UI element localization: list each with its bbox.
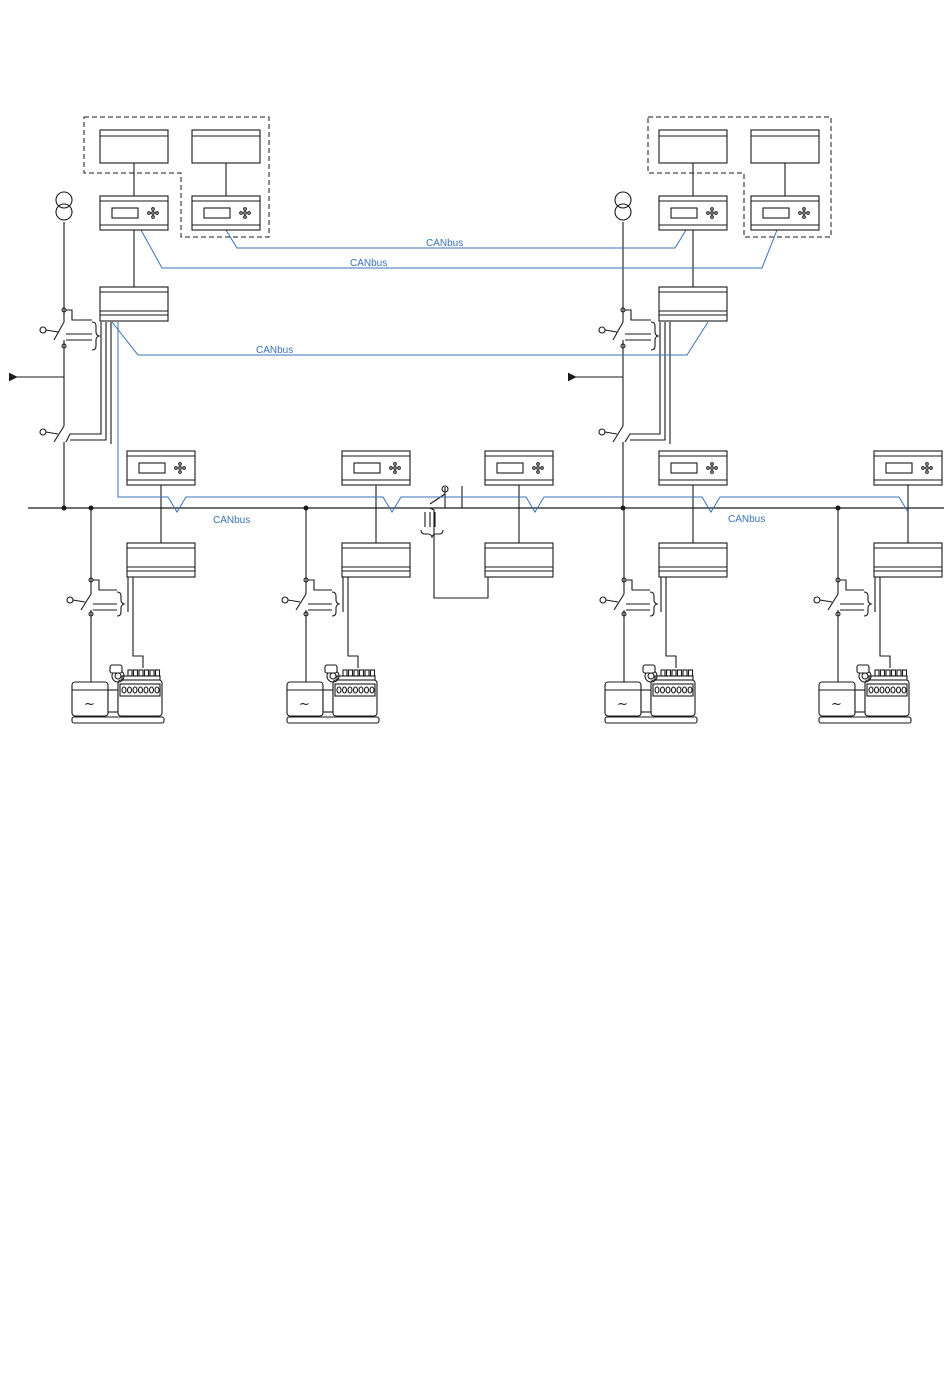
circuit-breaker-icon — [814, 578, 840, 616]
genset-icon: ~ — [287, 665, 379, 723]
genset-icon: ~ — [819, 665, 911, 723]
circuit-breaker-icon — [40, 308, 66, 348]
canbus-label: CANbus — [213, 515, 250, 526]
rail-module — [659, 287, 727, 321]
canbus-label: CANbus — [728, 514, 765, 525]
controller-unit — [192, 196, 260, 230]
rail-module — [874, 543, 942, 577]
rail-module — [342, 543, 410, 577]
circuit-breaker-icon — [67, 578, 93, 616]
circuit-breaker-icon — [40, 426, 64, 442]
top-module — [751, 130, 819, 163]
controller-display-icon — [497, 463, 523, 473]
svg-text:~: ~ — [84, 697, 95, 712]
transformer-icon — [615, 192, 631, 220]
top-module — [192, 130, 260, 163]
controller-display-icon — [112, 208, 138, 218]
controller-unit — [485, 451, 553, 485]
controller-display-icon — [354, 463, 380, 473]
controller-unit — [751, 196, 819, 230]
controller-unit — [659, 196, 727, 230]
controller-unit — [342, 451, 410, 485]
controller-unit — [659, 451, 727, 485]
controller-display-icon — [204, 208, 230, 218]
circuit-breaker-icon — [599, 426, 623, 442]
top-module — [659, 130, 727, 163]
controller-display-icon — [139, 463, 165, 473]
canbus-label: CANbus — [350, 258, 387, 269]
rail-module — [127, 543, 195, 577]
genset-icon: ~ — [72, 665, 164, 723]
rail-module — [100, 287, 168, 321]
rail-module — [659, 543, 727, 577]
circuit-breaker-icon — [599, 308, 625, 348]
controller-unit — [127, 451, 195, 485]
transformer-icon — [56, 192, 72, 220]
rail-module — [485, 543, 553, 577]
controller-display-icon — [886, 463, 912, 473]
canbus-label: CANbus — [426, 238, 463, 249]
top-module — [100, 130, 168, 163]
circuit-breaker-icon — [600, 578, 626, 616]
controller-unit — [874, 451, 942, 485]
svg-text:~: ~ — [617, 697, 628, 712]
controller-display-icon — [671, 208, 697, 218]
controller-display-icon — [763, 208, 789, 218]
svg-text:~: ~ — [831, 697, 842, 712]
circuit-breaker-icon — [282, 578, 308, 616]
svg-text:~: ~ — [299, 697, 310, 712]
canbus-label: CANbus — [256, 345, 293, 356]
genset-icon: ~ — [605, 665, 697, 723]
controller-display-icon — [671, 463, 697, 473]
controller-unit — [100, 196, 168, 230]
signal-braces — [92, 322, 871, 616]
